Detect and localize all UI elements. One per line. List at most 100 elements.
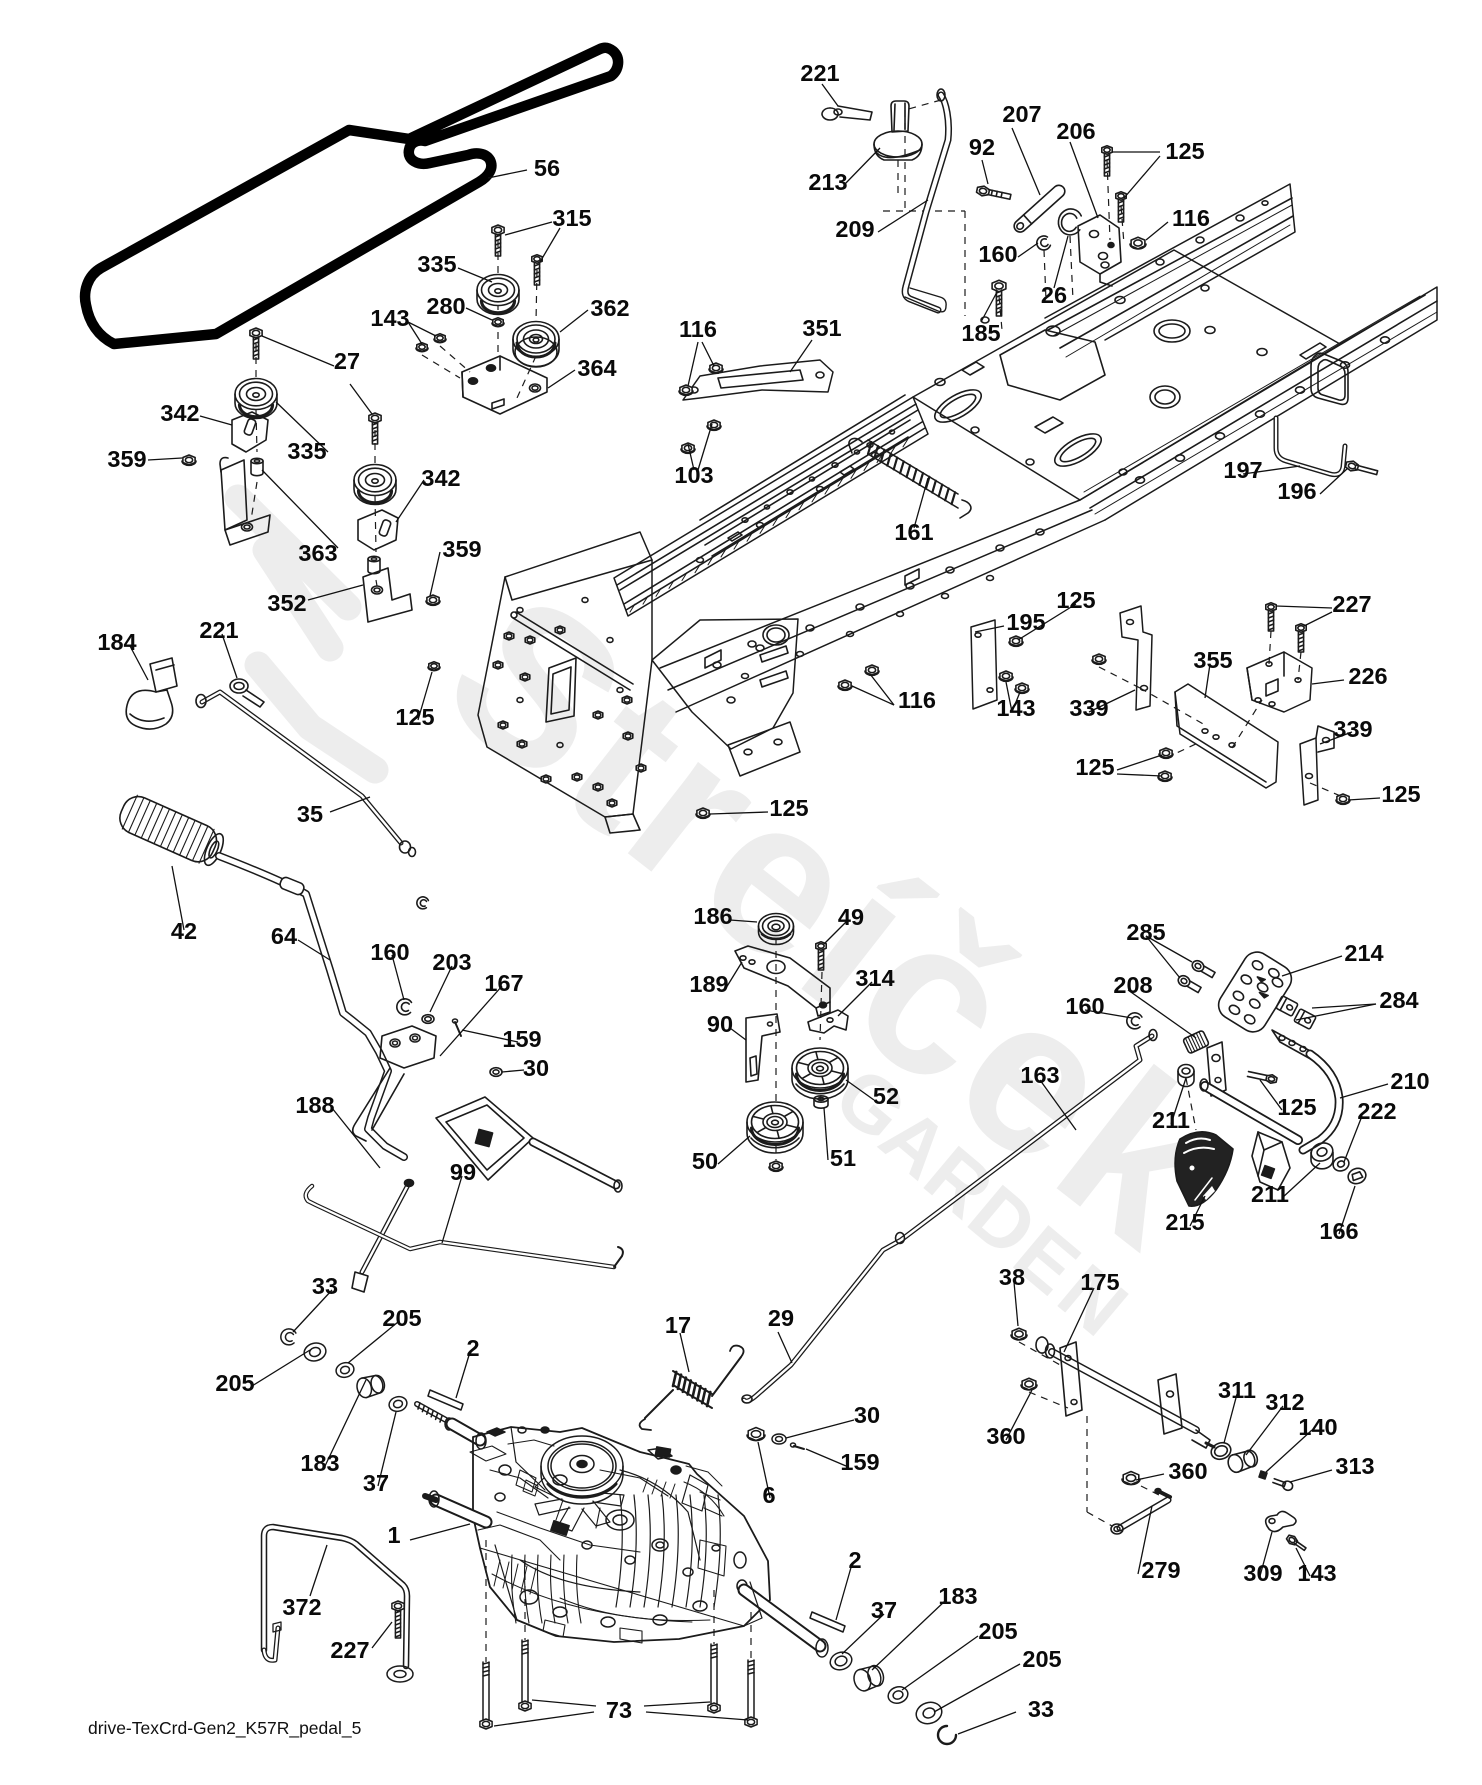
svg-text:125: 125 <box>1277 1094 1316 1120</box>
svg-text:203: 203 <box>432 949 471 975</box>
svg-text:166: 166 <box>1319 1218 1358 1244</box>
svg-text:189: 189 <box>689 971 728 997</box>
svg-text:314: 314 <box>855 965 894 991</box>
svg-text:214: 214 <box>1344 940 1383 966</box>
svg-text:125: 125 <box>395 704 434 730</box>
svg-text:17: 17 <box>665 1312 691 1338</box>
svg-text:359: 359 <box>442 536 481 562</box>
svg-text:188: 188 <box>295 1092 334 1118</box>
svg-text:227: 227 <box>1332 591 1371 617</box>
svg-text:27: 27 <box>334 348 360 374</box>
svg-text:125: 125 <box>1381 781 1420 807</box>
svg-text:284: 284 <box>1379 987 1418 1013</box>
svg-text:143: 143 <box>370 305 409 331</box>
svg-text:279: 279 <box>1141 1557 1180 1583</box>
svg-text:167: 167 <box>484 970 523 996</box>
svg-text:50: 50 <box>692 1148 718 1174</box>
svg-text:352: 352 <box>267 590 306 616</box>
svg-text:143: 143 <box>1297 1560 1336 1586</box>
svg-text:99: 99 <box>450 1159 476 1185</box>
svg-text:206: 206 <box>1056 118 1095 144</box>
svg-text:159: 159 <box>840 1449 879 1475</box>
svg-text:339: 339 <box>1333 716 1372 742</box>
svg-text:227: 227 <box>330 1637 369 1663</box>
svg-text:355: 355 <box>1193 647 1232 673</box>
svg-text:51: 51 <box>830 1145 856 1171</box>
svg-text:207: 207 <box>1002 101 1041 127</box>
svg-text:35: 35 <box>297 801 323 827</box>
svg-text:209: 209 <box>835 216 874 242</box>
svg-text:312: 312 <box>1265 1389 1304 1415</box>
svg-text:313: 313 <box>1335 1453 1374 1479</box>
svg-text:221: 221 <box>800 60 839 86</box>
svg-text:6: 6 <box>762 1482 775 1508</box>
svg-text:175: 175 <box>1080 1269 1119 1295</box>
svg-text:26: 26 <box>1041 282 1067 308</box>
svg-text:211: 211 <box>1152 1107 1190 1133</box>
svg-text:103: 103 <box>674 462 713 488</box>
svg-text:52: 52 <box>873 1083 899 1109</box>
svg-text:116: 116 <box>898 687 936 713</box>
svg-text:205: 205 <box>1022 1646 1061 1672</box>
svg-text:196: 196 <box>1277 478 1316 504</box>
svg-text:210: 210 <box>1390 1068 1429 1094</box>
svg-text:351: 351 <box>802 315 841 341</box>
svg-text:342: 342 <box>421 465 460 491</box>
svg-text:363: 363 <box>298 540 337 566</box>
svg-text:221: 221 <box>199 617 238 643</box>
svg-text:159: 159 <box>502 1026 541 1052</box>
svg-text:163: 163 <box>1020 1062 1059 1088</box>
svg-text:183: 183 <box>938 1583 977 1609</box>
svg-text:64: 64 <box>271 923 297 949</box>
svg-text:213: 213 <box>808 169 847 195</box>
svg-text:339: 339 <box>1069 695 1108 721</box>
svg-text:29: 29 <box>768 1305 794 1331</box>
svg-text:335: 335 <box>417 251 456 277</box>
svg-text:364: 364 <box>577 355 616 381</box>
svg-text:372: 372 <box>282 1594 321 1620</box>
svg-text:38: 38 <box>999 1264 1025 1290</box>
svg-text:73: 73 <box>606 1697 632 1723</box>
svg-text:285: 285 <box>1126 919 1165 945</box>
svg-text:125: 125 <box>1075 754 1114 780</box>
svg-text:37: 37 <box>363 1470 389 1496</box>
svg-text:342: 342 <box>160 400 199 426</box>
svg-text:90: 90 <box>707 1011 733 1037</box>
svg-text:184: 184 <box>97 629 136 655</box>
svg-text:211: 211 <box>1251 1181 1289 1207</box>
svg-text:drive-TexCrd-Gen2_K57R_pedal_5: drive-TexCrd-Gen2_K57R_pedal_5 <box>88 1718 361 1739</box>
svg-text:56: 56 <box>534 155 560 181</box>
svg-text:186: 186 <box>693 903 732 929</box>
svg-text:125: 125 <box>1056 587 1095 613</box>
svg-text:33: 33 <box>1028 1696 1054 1722</box>
svg-text:160: 160 <box>370 939 409 965</box>
svg-text:205: 205 <box>215 1370 254 1396</box>
svg-text:205: 205 <box>978 1618 1017 1644</box>
svg-text:116: 116 <box>679 316 717 342</box>
svg-text:125: 125 <box>1165 138 1204 164</box>
svg-text:2: 2 <box>466 1335 479 1361</box>
svg-text:92: 92 <box>969 134 995 160</box>
svg-text:33: 33 <box>312 1273 338 1299</box>
svg-text:140: 140 <box>1298 1414 1337 1440</box>
svg-text:335: 335 <box>287 438 326 464</box>
svg-text:160: 160 <box>1065 993 1104 1019</box>
svg-text:215: 215 <box>1165 1209 1204 1235</box>
svg-text:2: 2 <box>848 1547 861 1573</box>
svg-text:42: 42 <box>171 918 197 944</box>
svg-text:315: 315 <box>552 205 591 231</box>
svg-text:311: 311 <box>1218 1377 1256 1403</box>
svg-text:125: 125 <box>769 795 808 821</box>
svg-text:195: 195 <box>1006 609 1045 635</box>
svg-text:37: 37 <box>871 1597 897 1623</box>
svg-text:183: 183 <box>300 1450 339 1476</box>
svg-text:185: 185 <box>961 320 1000 346</box>
svg-text:160: 160 <box>978 241 1017 267</box>
svg-text:197: 197 <box>1223 457 1262 483</box>
svg-text:360: 360 <box>986 1423 1025 1449</box>
svg-text:143: 143 <box>996 695 1035 721</box>
svg-text:360: 360 <box>1168 1458 1207 1484</box>
svg-text:30: 30 <box>854 1402 880 1428</box>
svg-text:226: 226 <box>1348 663 1387 689</box>
svg-text:205: 205 <box>382 1305 421 1331</box>
